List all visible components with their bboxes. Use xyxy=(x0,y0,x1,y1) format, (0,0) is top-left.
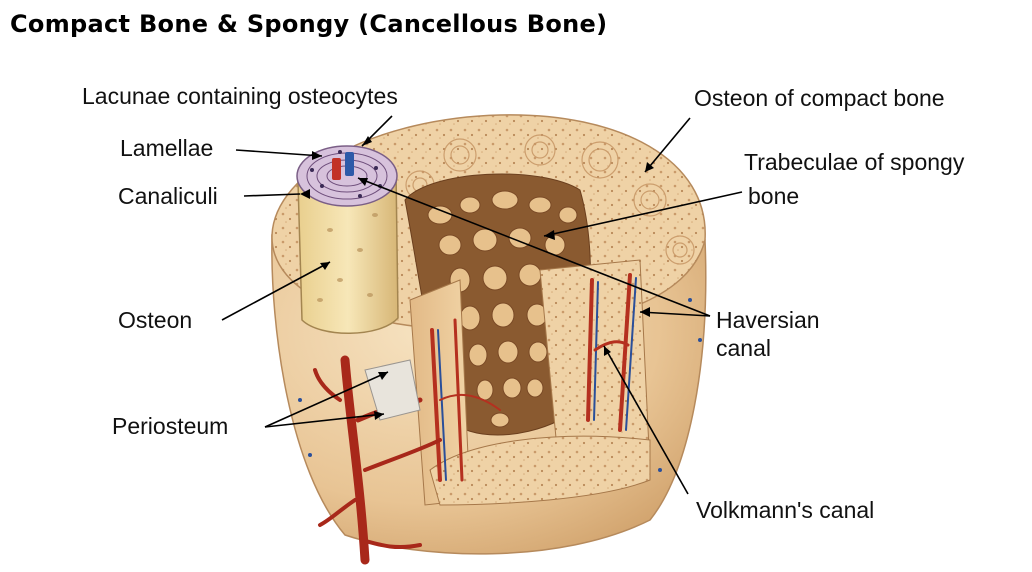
leader-periosteum-a xyxy=(264,371,389,428)
label-canaliculi: Canaliculi xyxy=(118,183,218,209)
label-osteon-compact: Osteon of compact bone xyxy=(694,85,945,111)
leader-haversian-b xyxy=(639,311,711,317)
label-haversian-line2: canal xyxy=(716,335,771,361)
label-volkmann: Volkmann's canal xyxy=(696,497,875,523)
leader-haversian-a xyxy=(357,177,711,317)
leader-trabeculae xyxy=(543,191,743,237)
label-trabeculae-line1: Trabeculae of spongy xyxy=(744,149,965,175)
label-lamellae: Lamellae xyxy=(120,135,214,161)
leader-canaliculi xyxy=(243,193,301,197)
periosteum-flap xyxy=(364,359,421,421)
leader-periosteum-b xyxy=(264,413,385,428)
leader-osteon xyxy=(221,261,331,321)
label-osteon: Osteon xyxy=(118,307,193,333)
leader-osteon-compact xyxy=(644,117,691,173)
label-trabeculae-line2: bone xyxy=(748,183,800,209)
cut-floor xyxy=(429,435,651,506)
leader-volkmann xyxy=(603,345,689,495)
osteon-cylinder xyxy=(297,169,399,334)
leader-lamellae xyxy=(235,149,323,157)
label-haversian-line1: Haversian xyxy=(716,307,820,333)
diagram-title: Compact Bone & Spongy (Cancellous Bone) xyxy=(10,10,608,38)
label-periosteum: Periosteum xyxy=(112,413,229,439)
label-lacunae: Lacunae containing osteocytes xyxy=(82,83,398,109)
